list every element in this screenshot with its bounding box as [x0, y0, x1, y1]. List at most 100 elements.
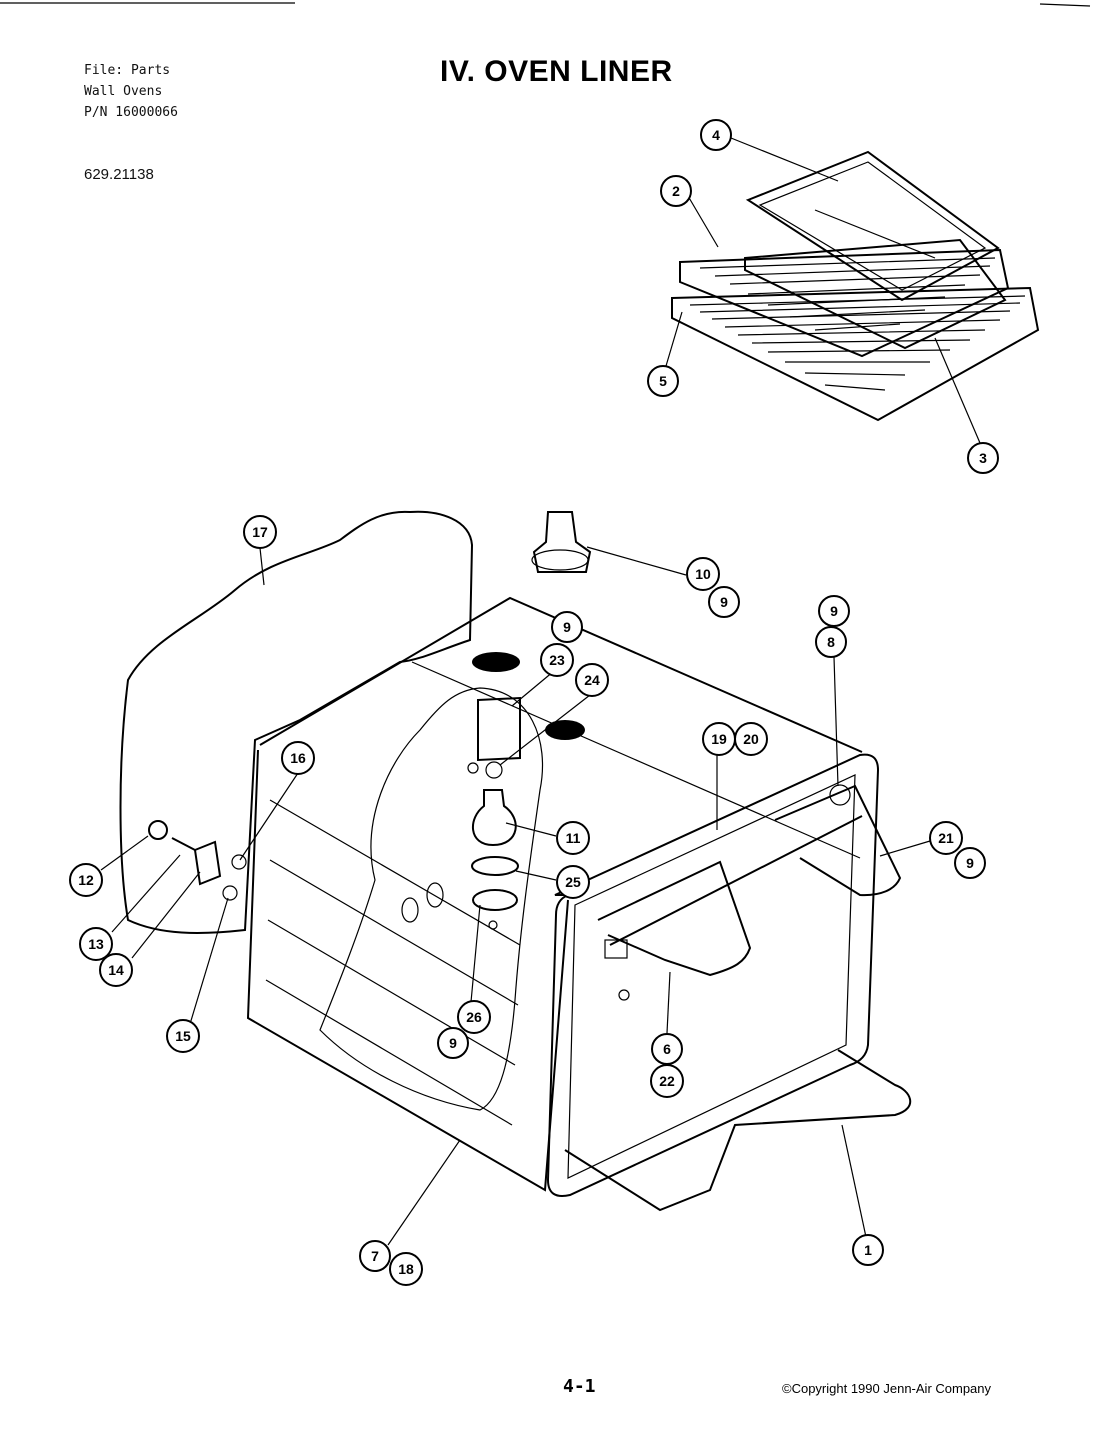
- liner-left-side: [246, 749, 569, 1192]
- svg-text:9: 9: [449, 1035, 457, 1051]
- svg-text:6: 6: [663, 1041, 671, 1057]
- leader-lines: [100, 137, 981, 1246]
- svg-text:21: 21: [938, 830, 954, 846]
- element-screw: [618, 989, 630, 1001]
- callout-4: 4: [700, 119, 732, 151]
- liner-top-seam: [411, 661, 861, 859]
- svg-text:4: 4: [712, 127, 720, 143]
- file-line-wall-ovens: Wall Ovens: [84, 84, 163, 99]
- insulation-blanket: [119, 510, 474, 934]
- svg-text:26: 26: [466, 1009, 482, 1025]
- light-socket: [477, 696, 521, 762]
- file-line-part-number: P/N 16000066: [84, 105, 178, 120]
- callout-9-socket: 9: [551, 611, 583, 643]
- callout-17: 17: [243, 515, 277, 549]
- svg-text:17: 17: [252, 524, 268, 540]
- vent-hole-rear: [545, 720, 585, 740]
- svg-text:25: 25: [565, 874, 581, 890]
- callout-21: 21: [929, 821, 963, 855]
- callout-25: 25: [556, 865, 590, 899]
- copyright-notice: ©Copyright 1990 Jenn-Air Company: [782, 1381, 992, 1396]
- svg-text:5: 5: [659, 373, 667, 389]
- callout-9-element: 9: [954, 847, 986, 879]
- light-socket-nut: [485, 761, 503, 779]
- callout-19: 19: [702, 722, 736, 756]
- liner-cutaway: [319, 687, 544, 1111]
- callout-16: 16: [281, 741, 315, 775]
- callout-22: 22: [650, 1064, 684, 1098]
- light-ring-screw: [488, 920, 498, 930]
- callout-9-vent: 9: [708, 586, 740, 618]
- svg-text:9: 9: [720, 594, 728, 610]
- svg-text:16: 16: [290, 750, 306, 766]
- svg-text:15: 15: [175, 1028, 191, 1044]
- part-14-bracket: [193, 840, 222, 886]
- callout-15: 15: [166, 1019, 200, 1053]
- broil-element-bracket-19: [609, 815, 863, 946]
- svg-text:2: 2: [672, 183, 680, 199]
- svg-text:24: 24: [584, 672, 600, 688]
- callout-26: 26: [457, 1000, 491, 1034]
- rack-upper-wires: [699, 257, 996, 331]
- svg-text:19: 19: [711, 731, 727, 747]
- liner-hole-2: [426, 882, 444, 908]
- broiler-pan-insert: [745, 150, 1000, 302]
- broiler-pan: [744, 238, 1007, 350]
- model-number: 629.21138: [84, 166, 154, 183]
- liner-opening: [567, 774, 856, 1179]
- callout-8: 8: [815, 626, 847, 658]
- callout-11: 11: [556, 821, 590, 855]
- svg-text:9: 9: [966, 855, 974, 871]
- callout-7: 7: [359, 1240, 391, 1272]
- callout-14: 14: [99, 953, 133, 987]
- broiler-pan-and-racks: [671, 150, 1040, 422]
- vent-cap: [532, 511, 592, 573]
- callout-10: 10: [686, 557, 720, 591]
- svg-text:12: 12: [78, 872, 94, 888]
- callout-3: 3: [967, 442, 999, 474]
- vent-hole-front: [472, 652, 520, 672]
- vent-flange: [531, 549, 589, 571]
- liner-hole-1: [401, 897, 419, 923]
- liner-top-back-edges: [259, 596, 863, 753]
- part-8-grommet: [829, 784, 851, 806]
- liner-front-frame: [546, 753, 880, 1197]
- svg-text:9: 9: [563, 619, 571, 635]
- light-socket-screw: [467, 762, 479, 774]
- svg-text:13: 13: [88, 936, 104, 952]
- svg-text:8: 8: [827, 634, 835, 650]
- callout-24: 24: [575, 663, 609, 697]
- light-lens-ring: [472, 889, 518, 911]
- callout-23: 23: [540, 643, 574, 677]
- oven-liner: [246, 596, 880, 1197]
- svg-text:20: 20: [743, 731, 759, 747]
- light-lens: [471, 856, 519, 876]
- page-title: IV. OVEN LINER: [440, 55, 673, 88]
- page-number: 4-1: [563, 1376, 596, 1397]
- part-12-grommet: [148, 820, 168, 840]
- broil-element: [597, 860, 752, 977]
- element-bracket-21: [774, 784, 902, 897]
- broiler-pan-insert-rim: [758, 161, 987, 291]
- broiler-pan-insert-slot: [814, 209, 936, 259]
- svg-text:7: 7: [371, 1248, 379, 1264]
- callout-1: 1: [852, 1234, 884, 1266]
- part-16-screw: [231, 854, 247, 870]
- callout-2: 2: [660, 175, 692, 207]
- svg-text:18: 18: [398, 1261, 414, 1277]
- liner-rack-ribs: [265, 799, 521, 1126]
- callout-6: 6: [651, 1033, 683, 1065]
- light-bulb: [471, 789, 517, 847]
- bake-element: [564, 1049, 911, 1212]
- part-15-screw: [222, 885, 238, 901]
- svg-text:3: 3: [979, 450, 987, 466]
- svg-text:22: 22: [659, 1073, 675, 1089]
- element-terminal-block: [604, 939, 628, 959]
- rack-lower-wires: [689, 295, 1026, 391]
- part-13-pin: [171, 837, 196, 851]
- svg-text:1: 1: [864, 1242, 872, 1258]
- rack-upper: [679, 248, 1010, 358]
- callout-12: 12: [69, 863, 103, 897]
- callout-18: 18: [389, 1252, 423, 1286]
- callout-9-ring: 9: [437, 1027, 469, 1059]
